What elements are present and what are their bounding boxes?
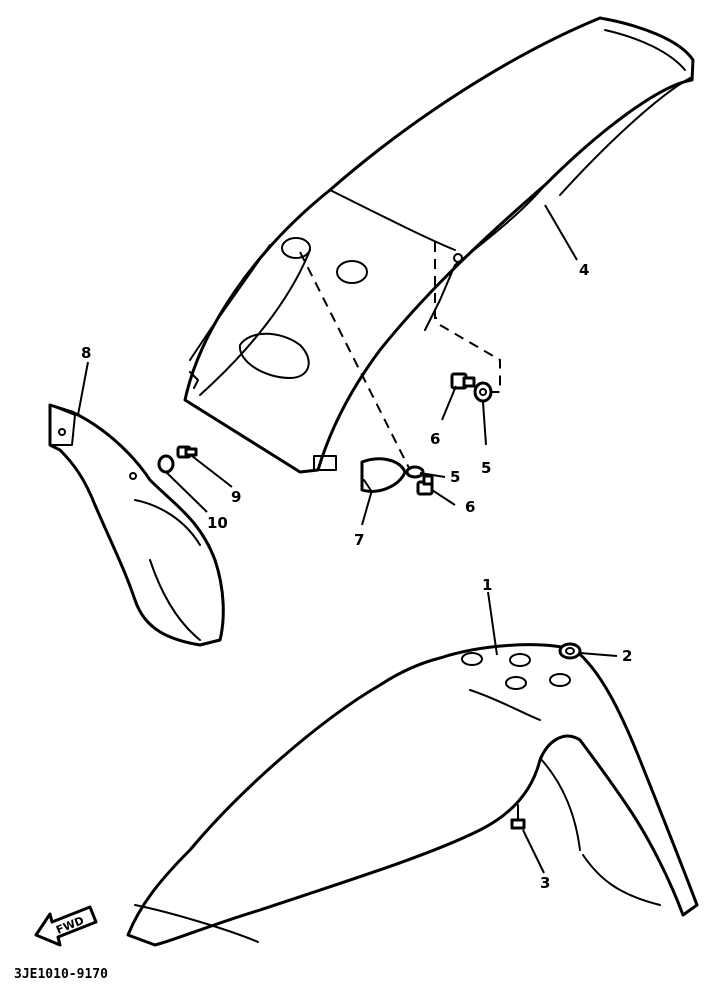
front-fender xyxy=(126,643,699,947)
callout-9: 9 xyxy=(231,488,241,506)
mud-flap xyxy=(48,403,225,647)
bolt-9 xyxy=(176,445,198,459)
washer-10 xyxy=(157,454,175,474)
callout-3: 3 xyxy=(540,874,550,892)
washer-5-upper xyxy=(473,381,493,403)
callout-1: 1 xyxy=(482,576,492,594)
callout-2: 2 xyxy=(622,647,632,665)
leader-lines xyxy=(77,204,618,874)
callout-10: 10 xyxy=(207,514,228,532)
bolt-3 xyxy=(510,804,526,830)
rear-fender xyxy=(183,16,695,474)
forward-arrow-icon: FWD xyxy=(34,905,98,947)
callout-6-upper: 6 xyxy=(430,430,440,448)
callout-7: 7 xyxy=(354,531,364,549)
callout-5-lower: 5 xyxy=(450,468,460,486)
bolt-6-lower xyxy=(416,474,434,496)
washer-5-lower xyxy=(405,465,425,479)
bolt-6-upper xyxy=(450,372,476,390)
diagram-code: 3JE1010-9170 xyxy=(14,967,108,982)
installation-lines xyxy=(299,242,501,471)
band-7 xyxy=(360,457,407,493)
callout-8: 8 xyxy=(81,344,91,362)
callout-6-lower: 6 xyxy=(465,498,475,516)
nut-2 xyxy=(558,642,582,660)
callout-5-upper: 5 xyxy=(481,459,491,477)
callout-4: 4 xyxy=(579,261,589,279)
